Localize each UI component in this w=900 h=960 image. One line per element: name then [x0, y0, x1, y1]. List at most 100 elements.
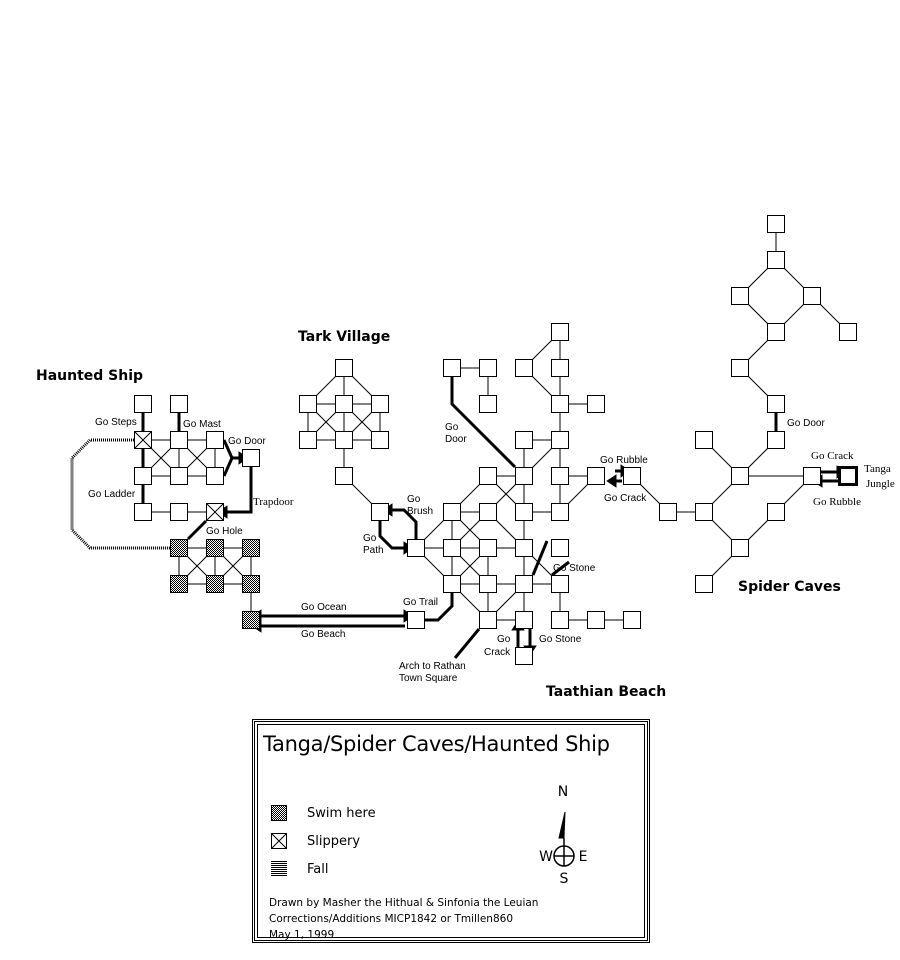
room[interactable] [170, 503, 188, 521]
room[interactable] [803, 287, 821, 305]
room[interactable] [515, 647, 533, 665]
exit-label: Go [407, 494, 421, 505]
exit-label: Go Rubble [600, 455, 648, 466]
room[interactable] [695, 431, 713, 449]
exit-label: Go Steps [95, 417, 137, 428]
room[interactable] [299, 431, 317, 449]
room[interactable] [479, 539, 497, 557]
room[interactable] [479, 575, 497, 593]
room[interactable] [443, 503, 461, 521]
compass-n: N [558, 784, 568, 800]
room[interactable] [371, 503, 389, 521]
portal-path [70, 438, 170, 550]
area-label-spider-caves: Spider Caves [738, 579, 841, 595]
exit-label: Town Square [399, 673, 458, 684]
room[interactable] [170, 467, 188, 485]
room[interactable] [443, 575, 461, 593]
room-tanga-jungle[interactable] [838, 466, 858, 486]
room-swim[interactable] [170, 575, 188, 593]
room[interactable] [731, 467, 749, 485]
room[interactable] [551, 575, 569, 593]
room[interactable] [551, 503, 569, 521]
room[interactable] [551, 395, 569, 413]
room[interactable] [170, 395, 188, 413]
room[interactable] [335, 395, 353, 413]
room[interactable] [515, 431, 533, 449]
room[interactable] [731, 287, 749, 305]
room[interactable] [695, 575, 713, 593]
room[interactable] [515, 611, 533, 629]
room[interactable] [335, 359, 353, 377]
room[interactable] [551, 539, 569, 557]
room[interactable] [443, 539, 461, 557]
room[interactable] [767, 215, 785, 233]
room[interactable] [515, 359, 533, 377]
room[interactable] [206, 431, 224, 449]
room-swim[interactable] [242, 611, 260, 629]
room[interactable] [134, 503, 152, 521]
room[interactable] [479, 395, 497, 413]
room[interactable] [134, 467, 152, 485]
room[interactable] [623, 611, 641, 629]
room[interactable] [551, 431, 569, 449]
room[interactable] [443, 359, 461, 377]
room[interactable] [551, 467, 569, 485]
room[interactable] [839, 323, 857, 341]
special-exit-path [450, 377, 517, 469]
room[interactable] [515, 467, 533, 485]
room[interactable] [206, 467, 224, 485]
room[interactable] [803, 467, 821, 485]
room[interactable] [134, 395, 152, 413]
room-slippery[interactable] [206, 503, 224, 521]
room-swim[interactable] [206, 575, 224, 593]
arrow-head-icon [606, 474, 617, 488]
room-swim[interactable] [170, 539, 188, 557]
room[interactable] [551, 359, 569, 377]
room[interactable] [551, 323, 569, 341]
room[interactable] [659, 503, 677, 521]
special-exit-path [391, 508, 418, 539]
room-slippery[interactable] [134, 431, 152, 449]
legend-item-swim: Swim here [271, 804, 376, 822]
room[interactable] [479, 359, 497, 377]
exit-label: Go Stone [539, 634, 582, 645]
room[interactable] [371, 431, 389, 449]
room[interactable] [335, 467, 353, 485]
room[interactable] [767, 395, 785, 413]
room-swim[interactable] [242, 539, 260, 557]
room[interactable] [731, 539, 749, 557]
room[interactable] [515, 539, 533, 557]
slippery-swatch-icon [271, 833, 287, 849]
room[interactable] [587, 467, 605, 485]
room[interactable] [335, 431, 353, 449]
room[interactable] [767, 323, 785, 341]
room[interactable] [407, 539, 425, 557]
compass-s: S [560, 871, 569, 887]
room[interactable] [623, 467, 641, 485]
room-swim[interactable] [206, 539, 224, 557]
room[interactable] [515, 575, 533, 593]
room[interactable] [170, 431, 188, 449]
room[interactable] [371, 395, 389, 413]
room-swim[interactable] [242, 575, 260, 593]
room[interactable] [299, 395, 317, 413]
room[interactable] [767, 251, 785, 269]
room[interactable] [242, 449, 260, 467]
room[interactable] [587, 611, 605, 629]
area-label-haunted-ship: Haunted Ship [36, 368, 143, 384]
room[interactable] [767, 503, 785, 521]
room[interactable] [479, 611, 497, 629]
room[interactable] [587, 395, 605, 413]
area-label-tark-village: Tark Village [298, 329, 390, 345]
compass-e: E [579, 849, 588, 865]
room[interactable] [731, 359, 749, 377]
room[interactable] [767, 431, 785, 449]
room[interactable] [695, 503, 713, 521]
room[interactable] [479, 467, 497, 485]
compass-w: W [539, 849, 553, 865]
room[interactable] [407, 611, 425, 629]
room[interactable] [551, 611, 569, 629]
room[interactable] [479, 503, 497, 521]
room[interactable] [515, 503, 533, 521]
fall-swatch-icon [271, 861, 287, 877]
